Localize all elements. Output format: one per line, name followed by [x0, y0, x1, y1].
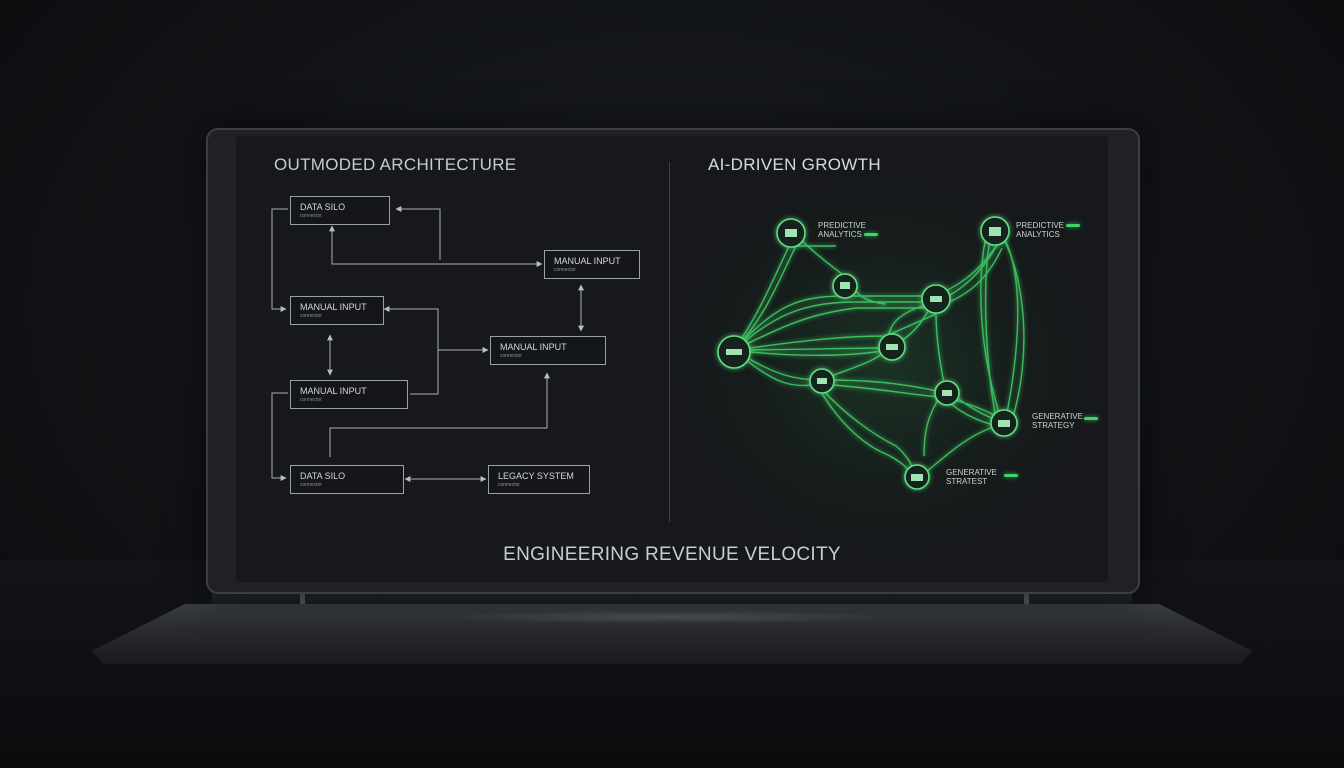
box-label: LEGACY SYSTEM — [498, 471, 574, 481]
box-sublabel: connector — [498, 482, 520, 488]
legacy-box-legacy-system: LEGACY SYSTEM connector — [488, 465, 590, 494]
left-panel-title: OUTMODED ARCHITECTURE — [274, 155, 517, 174]
ai-status-dash — [1004, 474, 1018, 477]
box-sublabel: connector — [300, 213, 322, 219]
box-sublabel: connector — [300, 482, 322, 488]
box-label: MANUAL INPUT — [500, 342, 567, 352]
right-panel-title: AI-DRIVEN GROWTH — [708, 155, 881, 174]
legacy-connector-lines — [271, 206, 584, 482]
laptop-screen: OUTMODED ARCHITECTURE AI-DRIVEN GROWTH D… — [236, 136, 1108, 582]
legacy-box-data-silo-2: DATA SILO connector — [290, 465, 404, 494]
laptop-base-highlight — [430, 610, 910, 624]
hinge-post-left — [300, 588, 305, 606]
legacy-box-manual-input-4: MANUAL INPUT connector — [290, 380, 408, 409]
box-sublabel: connector — [300, 313, 322, 319]
footer-tagline: ENGINEERING REVENUE VELOCITY — [503, 544, 841, 565]
hinge-post-right — [1024, 588, 1029, 606]
legacy-box-manual-input-2: MANUAL INPUT connector — [290, 296, 384, 325]
box-sublabel: connector — [300, 397, 322, 403]
legacy-box-data-silo-1: DATA SILO connector — [290, 196, 390, 225]
box-sublabel: connector — [554, 267, 576, 273]
ai-network-graph — [717, 216, 1025, 490]
legacy-box-manual-input-1: MANUAL INPUT connector — [544, 250, 640, 279]
box-label: MANUAL INPUT — [300, 302, 367, 312]
legacy-box-manual-input-3: MANUAL INPUT connector — [490, 336, 606, 365]
box-label: MANUAL INPUT — [554, 256, 621, 266]
ai-status-dash — [1066, 224, 1080, 227]
ai-status-dash — [864, 233, 878, 236]
box-label: DATA SILO — [300, 202, 346, 212]
green-ambient-glow — [676, 176, 1096, 556]
laptop-base — [92, 604, 1252, 664]
panel-divider — [669, 162, 670, 522]
box-sublabel: connector — [500, 353, 522, 359]
box-label: MANUAL INPUT — [300, 386, 367, 396]
box-label: DATA SILO — [300, 471, 346, 481]
ai-status-dash — [1084, 417, 1098, 420]
